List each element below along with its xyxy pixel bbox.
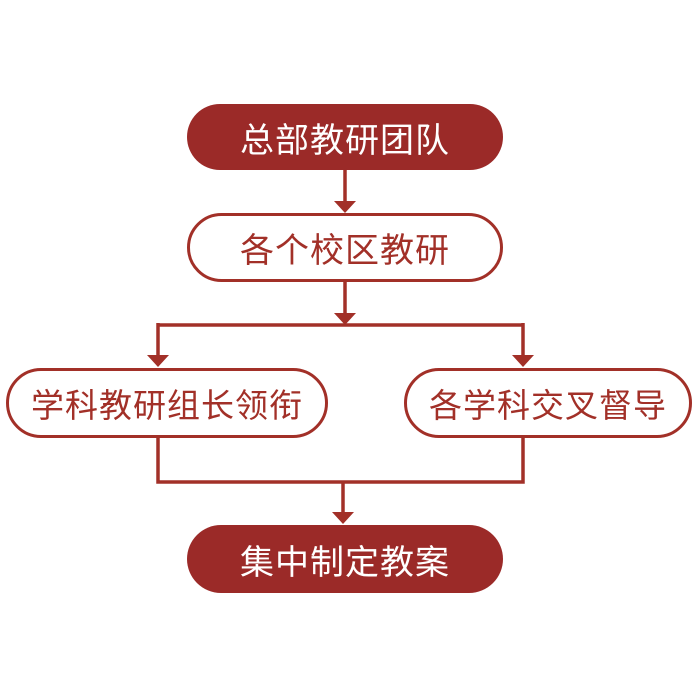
arrowhead-down-icon <box>147 355 169 367</box>
node-centralized-lesson-plans: 集中制定教案 <box>187 525 503 593</box>
arrowhead-down-icon <box>512 355 534 367</box>
node-hq-research-team: 总部教研团队 <box>187 104 503 170</box>
arrowhead-down-icon <box>334 201 356 213</box>
node-campus-research: 各个校区教研 <box>187 213 503 282</box>
node-subject-leader-led: 学科教研组长领衔 <box>6 368 328 438</box>
node-cross-subject-supervision: 各学科交叉督导 <box>404 368 692 438</box>
node-label: 各学科交叉督导 <box>429 387 667 424</box>
arrowhead-down-icon <box>332 512 354 524</box>
arrowhead-down-icon <box>334 313 356 325</box>
merge-bar <box>156 437 525 484</box>
node-label: 集中制定教案 <box>240 543 450 582</box>
node-label: 各个校区教研 <box>240 232 450 270</box>
node-label: 学科教研组长领衔 <box>31 387 303 424</box>
node-label: 总部教研团队 <box>240 121 450 160</box>
